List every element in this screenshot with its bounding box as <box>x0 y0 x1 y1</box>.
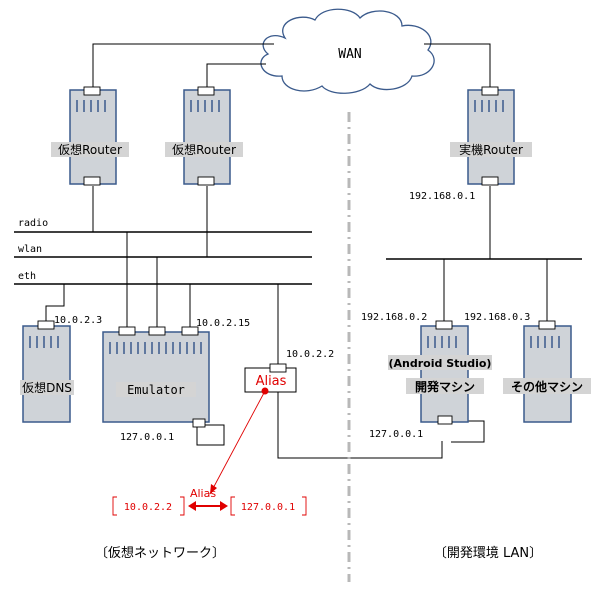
port-icon <box>481 86 499 96</box>
alias-box: Alias <box>244 363 297 393</box>
bracket-icon <box>112 496 117 516</box>
other-machine-label: その他マシン <box>511 379 583 394</box>
alias-to-address: 127.0.0.1 <box>241 502 295 513</box>
bracket-icon <box>230 496 235 516</box>
eth-label: eth <box>18 271 36 282</box>
emulator-label: Emulator <box>127 383 185 397</box>
dev-machine: (Android Studio) 開発マシン <box>388 320 492 425</box>
radio-label: radio <box>18 218 48 229</box>
router-virtual-1: 仮想Router <box>51 86 129 186</box>
port-icon <box>192 418 206 428</box>
port-icon <box>437 415 453 425</box>
dev-machine-line2: 開発マシン <box>415 379 475 394</box>
port-icon <box>181 326 199 336</box>
router-virtual-1-label: 仮想Router <box>58 142 122 157</box>
wlan-label: wlan <box>18 244 42 255</box>
addr-dns: 10.0.2.3 <box>54 315 102 326</box>
dev-machine-line1: (Android Studio) <box>389 357 492 370</box>
addr-alias-host: 10.0.2.2 <box>286 349 334 360</box>
alias-box-label: Alias <box>256 374 287 389</box>
region-dev-lan-label: 〔開発環境 LAN〕 <box>434 546 542 561</box>
alias-arrow-label: Alias <box>190 487 216 500</box>
router-real: 実機Router <box>450 86 532 186</box>
port-icon <box>118 326 136 336</box>
addr-emulator-loopback: 127.0.0.1 <box>120 432 174 443</box>
wan-label: WAN <box>338 47 361 62</box>
arrow-right-icon <box>220 501 228 511</box>
addr-dev-loopback: 127.0.0.1 <box>369 429 423 440</box>
port-icon <box>83 176 101 186</box>
port-icon <box>538 320 556 330</box>
port-icon <box>481 176 499 186</box>
port-icon <box>269 363 287 373</box>
arrowhead-icon <box>210 484 217 494</box>
virtual-dns: 仮想DNS <box>20 320 74 423</box>
network-buses <box>14 231 582 285</box>
arrow-left-icon <box>188 501 196 511</box>
virtual-dns-label: 仮想DNS <box>22 380 72 395</box>
alias-from-address: 10.0.2.2 <box>124 502 172 513</box>
bracket-icon <box>180 496 185 516</box>
router-real-label: 実機Router <box>459 142 523 157</box>
addr-other-machine: 192.168.0.3 <box>464 312 530 323</box>
port-icon <box>197 86 215 96</box>
region-virtual-label: 〔仮想ネットワーク〕 <box>95 545 225 561</box>
addr-emulator: 10.0.2.15 <box>196 318 250 329</box>
port-icon <box>148 326 166 336</box>
addr-real-router: 192.168.0.1 <box>409 191 475 202</box>
port-icon <box>83 86 101 96</box>
alias-mapping: Alias 10.0.2.2 127.0.0.1 <box>112 387 307 516</box>
emulator: Emulator <box>102 326 210 428</box>
router-virtual-2: 仮想Router <box>165 86 243 186</box>
port-icon <box>435 320 453 330</box>
wan-links <box>92 43 491 90</box>
bracket-icon <box>302 496 307 516</box>
router-virtual-2-label: 仮想Router <box>172 142 236 157</box>
other-machine: その他マシン <box>503 320 591 423</box>
port-icon <box>197 176 215 186</box>
addr-dev-machine: 192.168.0.2 <box>361 312 427 323</box>
wan-cloud: WAN <box>260 8 435 94</box>
port-icon <box>37 320 55 330</box>
